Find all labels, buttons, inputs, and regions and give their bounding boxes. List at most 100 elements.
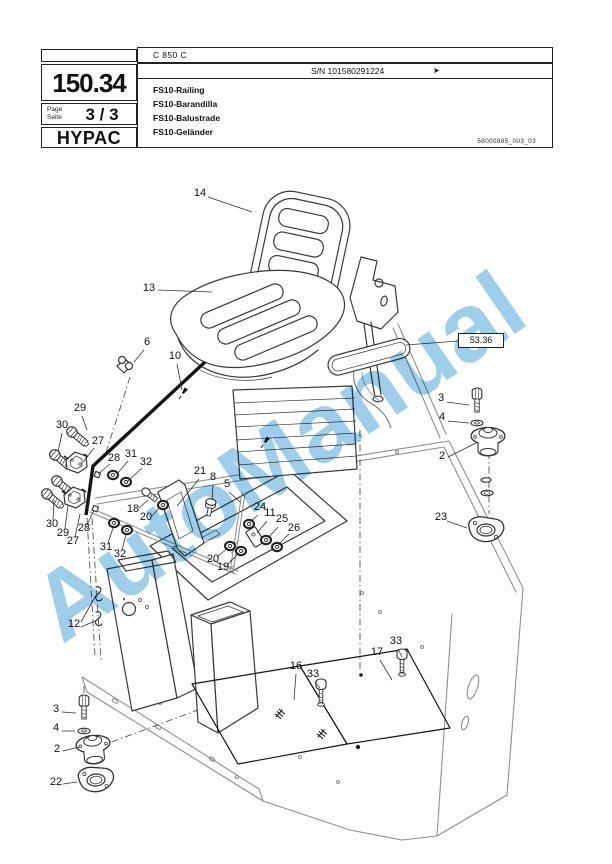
clip-12a xyxy=(94,586,103,602)
seat-rear-frame xyxy=(349,256,399,403)
screw-8 xyxy=(204,498,217,517)
callout-11: 11 xyxy=(264,507,275,519)
leader-line-25 xyxy=(267,526,279,539)
callout-30: 30 xyxy=(46,518,58,530)
callout-2: 2 xyxy=(439,450,445,462)
callout-4: 4 xyxy=(53,722,59,734)
page-value: 3 / 3 xyxy=(85,105,119,124)
document-number: 58000885_003_03 xyxy=(477,138,536,145)
clip-12b xyxy=(94,611,103,627)
callout-21: 21 xyxy=(194,465,206,477)
washer-32a xyxy=(119,476,133,488)
plate-11 xyxy=(245,526,265,548)
flange-23 xyxy=(468,516,505,543)
callout-30: 30 xyxy=(56,419,68,431)
callout-27: 27 xyxy=(92,435,104,447)
leader-line-21 xyxy=(176,478,200,507)
direction-arrow-icon xyxy=(182,387,188,394)
screw-18 xyxy=(141,487,159,503)
leader-line-6 xyxy=(133,349,145,363)
callout-31: 31 xyxy=(125,448,137,460)
leader-line-17 xyxy=(379,659,393,681)
section-titles: FS10-Railing FS10-Barandilla FS10-Balust… xyxy=(153,83,220,139)
callout-23: 23 xyxy=(435,511,447,523)
leader-line-29 xyxy=(81,415,88,431)
callout-17: 17 xyxy=(371,646,383,658)
leader-line-2 xyxy=(62,746,80,752)
clamp-6 xyxy=(116,355,134,374)
seat-assembly xyxy=(170,190,411,480)
callout-10: 10 xyxy=(169,350,181,362)
leader-line-20 xyxy=(216,547,229,558)
bracket-27a xyxy=(63,451,89,474)
title-en: FS10-Railing xyxy=(153,85,205,95)
leader-line-3 xyxy=(446,401,470,406)
leader-line-20 xyxy=(151,506,161,517)
leader-line-22 xyxy=(62,781,78,785)
leader-line-19 xyxy=(226,552,240,566)
console-top-hardware xyxy=(204,498,284,557)
flange-22 xyxy=(76,764,116,794)
bolt-30b xyxy=(38,486,67,512)
leader-line-30 xyxy=(52,499,55,521)
section-number: 150.34 xyxy=(41,64,137,101)
leader-line-24 xyxy=(249,514,259,523)
screw-33a xyxy=(315,678,327,707)
callout-32: 32 xyxy=(114,548,126,560)
callout-14: 14 xyxy=(194,187,206,199)
washer-25 xyxy=(259,534,273,546)
callout-4: 4 xyxy=(439,411,445,423)
brand-logo: HYPAC xyxy=(41,127,137,148)
leader-line-32 xyxy=(127,467,143,482)
callout-22: 22 xyxy=(50,776,62,788)
leader-line-4 xyxy=(447,420,470,424)
callout-24: 24 xyxy=(254,501,266,513)
serial-number: S/N 101580291224 xyxy=(311,66,385,76)
callout-3: 3 xyxy=(53,703,59,715)
washer-4a xyxy=(470,419,484,427)
rubber-mount-2a xyxy=(470,426,506,457)
cross-reference-box: 53.36 xyxy=(458,333,504,348)
callout-6: 6 xyxy=(144,336,150,348)
callout-18: 18 xyxy=(127,503,139,515)
leader-line-8 xyxy=(211,484,214,501)
leader-line-31 xyxy=(116,460,129,475)
railing-bar-10 xyxy=(84,360,207,516)
duct-side xyxy=(210,610,259,734)
floor-plates xyxy=(191,648,451,765)
screw-33b xyxy=(396,648,408,677)
reference-leader xyxy=(405,340,459,346)
header-empty-cell xyxy=(41,49,137,62)
leader-line-12 xyxy=(80,596,96,623)
callout-28: 28 xyxy=(108,452,120,464)
serial-arrow-icon: ➤ xyxy=(433,66,440,75)
leader-line-30 xyxy=(57,432,63,453)
callout-5: 5 xyxy=(224,478,230,490)
title-es: FS10-Barandilla xyxy=(153,99,218,109)
callout-19: 19 xyxy=(217,561,229,573)
serial-row: S/N 101580291224 ➤ xyxy=(138,64,552,79)
leader-line-28 xyxy=(86,509,95,526)
direction-arrow-icon xyxy=(264,436,270,443)
header-right-column: C 850 C S/N 101580291224 ➤ FS10-Railing … xyxy=(137,47,553,148)
leader-line-33 xyxy=(314,681,321,689)
page-cell: Page Seite 3 / 3 xyxy=(41,103,137,125)
model-name: C 850 C xyxy=(138,48,552,64)
callout-20: 20 xyxy=(140,511,152,523)
leader-line-27 xyxy=(74,513,81,538)
leader-line-13 xyxy=(157,289,213,293)
seat-bellows xyxy=(232,385,358,480)
left-mount-stack xyxy=(74,694,116,794)
callout-20: 20 xyxy=(207,553,219,565)
callout-32: 32 xyxy=(140,456,152,468)
bolt-3b xyxy=(78,694,90,720)
leader-line-12 xyxy=(80,620,96,628)
leader-line-26 xyxy=(277,533,290,546)
leader-line-28 xyxy=(97,463,111,475)
callout-12: 12 xyxy=(68,618,80,630)
bracket-hardware xyxy=(38,424,170,536)
callout-28: 28 xyxy=(78,522,90,534)
nut-28b xyxy=(91,504,100,513)
